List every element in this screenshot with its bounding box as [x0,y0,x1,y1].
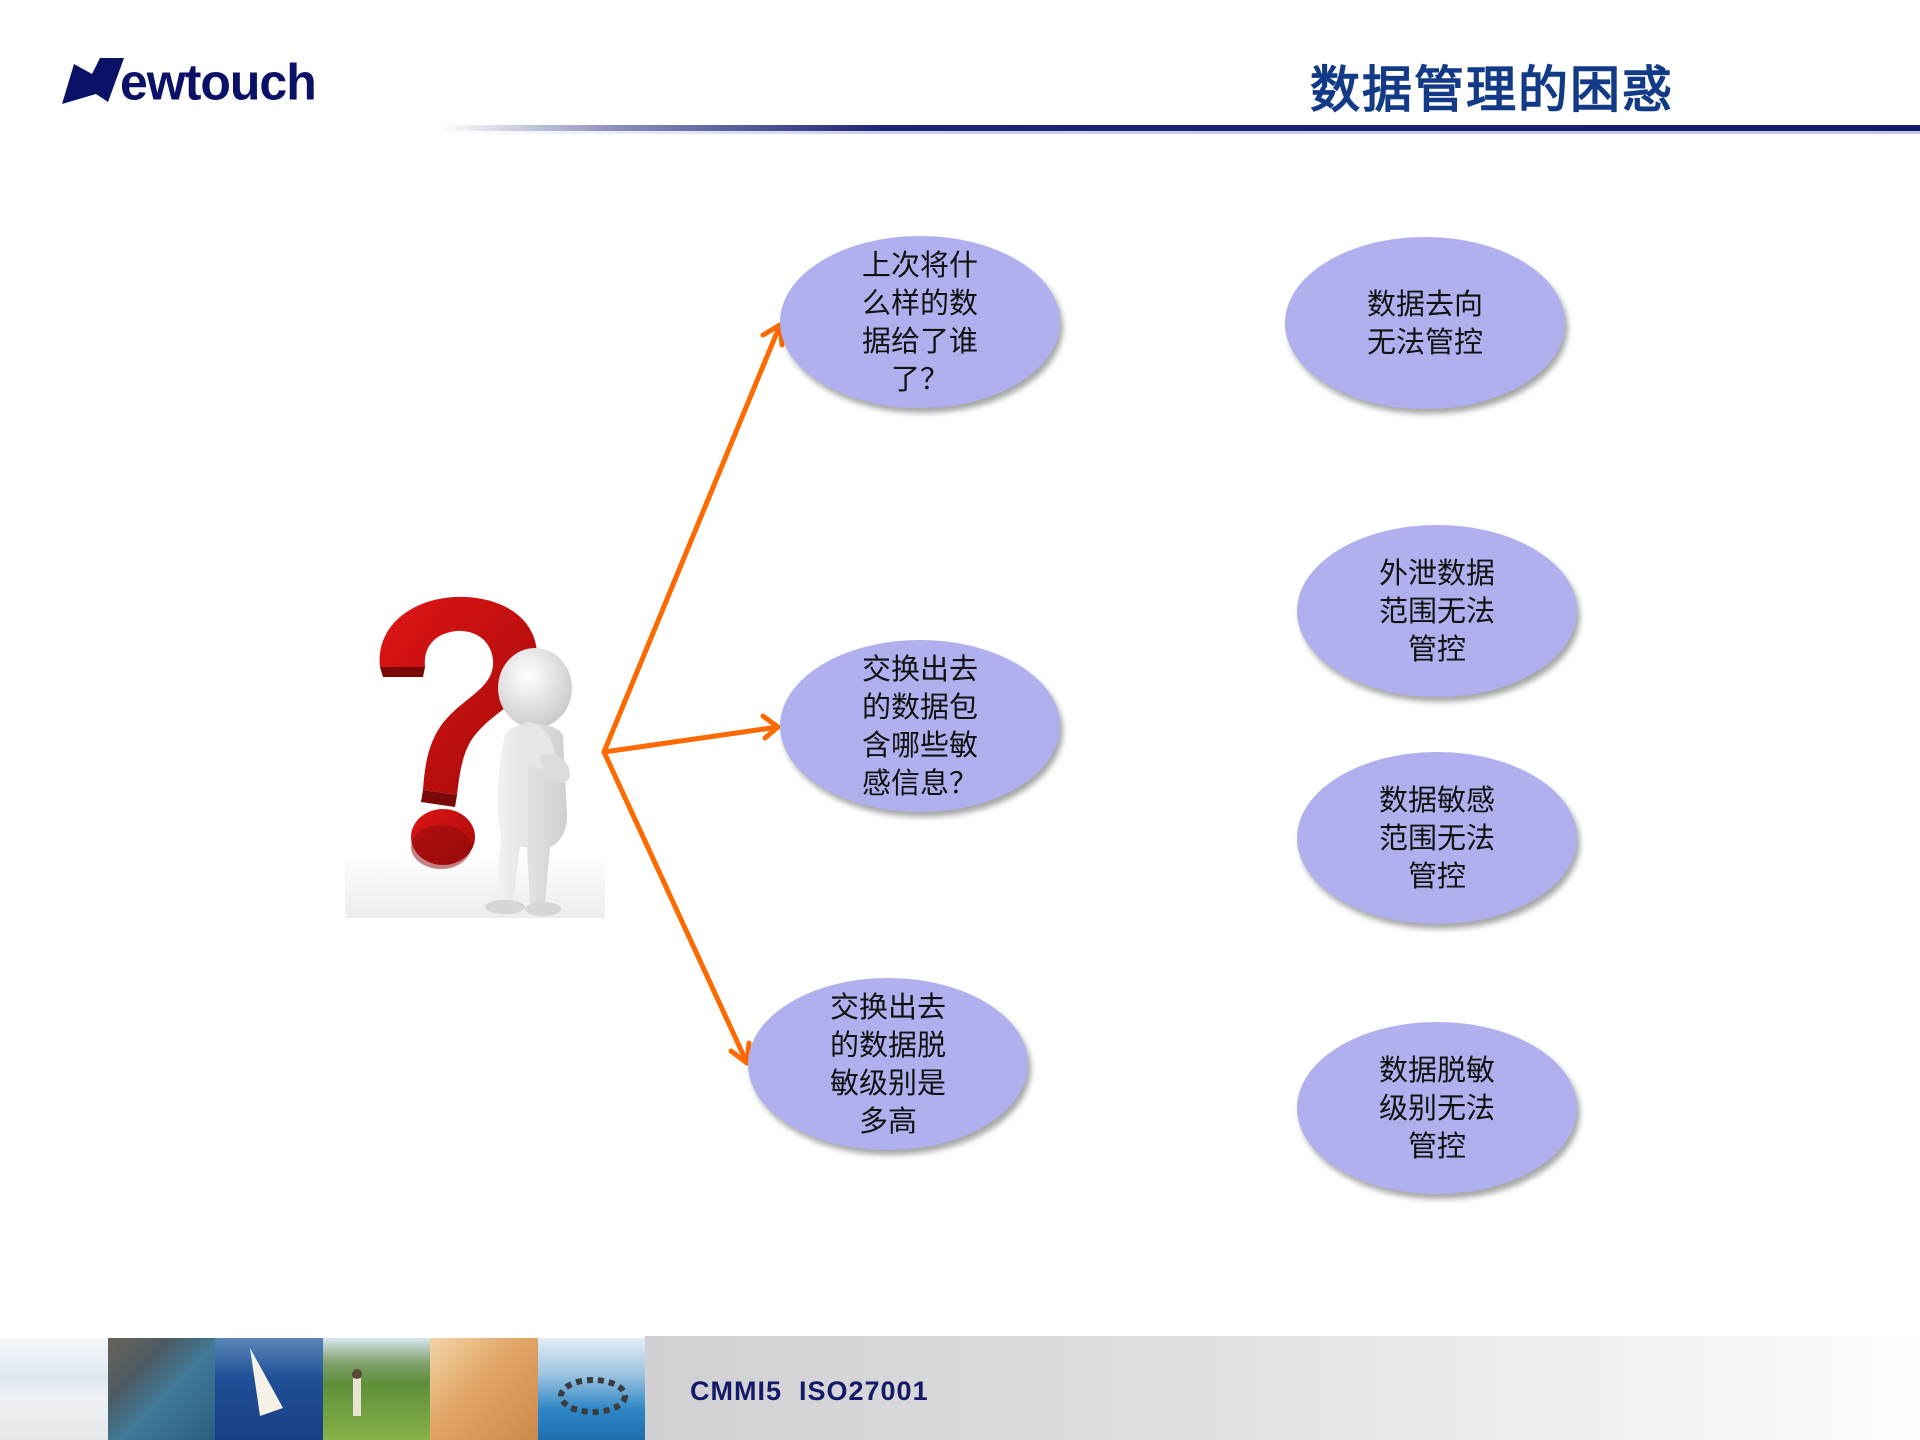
problem-bubble-2: 外泄数据范围无法管控 [1297,525,1577,697]
footer-photo-strip [0,1338,645,1440]
question-mark-illustration [345,585,605,918]
question-mark-thinking-person-icon [379,596,572,916]
question-text-2: 交换出去的数据包含哪些敏感信息？ [861,652,978,800]
sailboat-photo [215,1338,323,1440]
problem-bubble-3: 数据敏感范围无法管控 [1297,752,1577,924]
newtouch-logo: ewtouch [62,52,352,112]
golfer-photo [322,1338,430,1440]
question-text-3: 交换出去的数据脱敏级别是多高 [829,990,946,1138]
problem-bubble-4: 数据脱敏级别无法管控 [1297,1022,1577,1194]
question-bubble-2: 交换出去的数据包含哪些敏感信息？ [780,640,1060,812]
logo-wordmark: ewtouch [120,53,317,111]
problem-text-1: 数据去向无法管控 [1366,287,1483,359]
header-divider-shadow [440,131,1920,134]
question-bubble-3: 交换出去的数据脱敏级别是多高 [748,978,1028,1150]
certifications-text: CMMI5 ISO27001 [690,1376,929,1406]
arrow-to-question-3 [601,749,752,1066]
header-divider [440,125,1920,131]
problem-text-3: 数据敏感范围无法管控 [1378,783,1495,893]
arrow-to-question-2 [601,713,781,755]
problem-text-4: 数据脱敏级别无法管控 [1378,1053,1495,1163]
logo-n-mark-icon [62,58,124,104]
dog-sled-photo [0,1338,108,1440]
arrow-to-question-1 [601,322,785,755]
mountain-climber-photo [107,1338,215,1440]
problem-bubble-1: 数据去向无法管控 [1285,237,1565,409]
question-bubble-1: 上次将什么样的数据给了谁了？ [780,236,1060,408]
skydivers-photo [537,1338,645,1440]
problem-text-2: 外泄数据范围无法管控 [1378,556,1495,666]
question-text-1: 上次将什么样的数据给了谁了？ [861,248,978,396]
desert-rally-photo [430,1338,538,1440]
page-title: 数据管理的困惑 [1310,61,1674,119]
footer-band [645,1336,1920,1440]
